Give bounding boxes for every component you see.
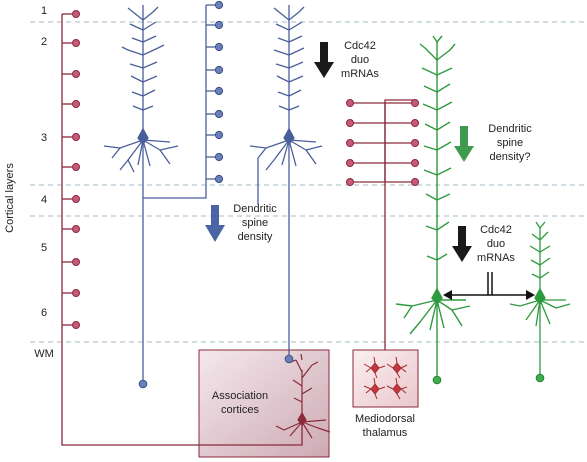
layer-6: 6 [41,307,47,319]
synapse-terminal [72,289,80,297]
synapse-terminal [72,225,80,233]
thalamus-label-1: Mediodorsal [355,413,415,425]
association-synapses [72,10,80,329]
synapse-terminal [72,70,80,78]
blue-spine-arrow [205,205,225,242]
layer-5: 5 [41,242,47,254]
layer-labels: 1 2 3 4 5 6 WM [34,5,54,360]
thalamus-box [352,349,419,408]
spine-blue-label-1: Dendritic [233,203,277,215]
association-cortices-box [198,349,330,458]
cdc42-right-label-3: mRNAs [477,252,515,264]
blue-pyramidal-neuron-right [249,5,323,358]
green-pyramidal-neuron-small [509,221,571,376]
synapse-terminal [346,178,354,186]
spine-green-label-1: Dendritic [488,123,532,135]
synapse-terminal [214,109,224,119]
synapse-terminal [72,133,80,141]
blue-fiber-terminals [214,0,224,184]
synapse-terminal [214,152,224,162]
synapse-terminal [214,130,224,140]
synapse-terminal [411,159,419,167]
synapse-terminal [72,100,80,108]
association-label-1: Association [212,390,268,402]
thalamic-synapses [346,99,419,186]
spine-green-label-2: spine [497,137,523,149]
cdc42-top-label-3: mRNAs [341,68,379,80]
thalamic-axon [350,99,415,350]
synapse-terminal [411,139,419,147]
thalamic-neuron [363,356,386,379]
blue-axon-terminal-left [138,379,148,389]
synapse-terminal [346,139,354,147]
association-pyramidal-neuron [275,353,331,439]
synapse-terminal [411,119,419,127]
green-pyramidal-neuron-large [395,35,471,378]
green-connection-arrow [448,272,530,296]
arrowhead-right [526,290,535,300]
synapse-terminal [411,178,419,186]
layer-1: 1 [41,5,47,17]
layer-wm: WM [34,348,54,360]
arrowhead-left [443,290,452,300]
thalamic-neuron [386,356,408,379]
spine-green-label-3: density? [490,151,531,163]
cdc42-top-label-1: Cdc42 [344,40,376,52]
thalamic-neuron [363,377,386,400]
green-axon-terminal-large [432,375,442,385]
synapse-terminal [346,99,354,107]
blue-axon-terminal-right [284,354,294,364]
layer-4: 4 [41,194,47,206]
synapse-terminal [214,174,224,184]
cdc42-right-arrow [452,226,472,262]
axis-label: Cortical layers [4,163,16,233]
thalamic-neurons [363,356,408,400]
layer-boundaries [30,21,587,343]
synapse-terminal [214,0,224,10]
cdc42-right-label-1: Cdc42 [480,224,512,236]
layer-2: 2 [41,36,47,48]
synapse-terminal [72,195,80,203]
green-spine-arrow [454,126,474,162]
cdc42-right-label-2: duo [487,238,505,250]
synapse-terminal [214,86,224,96]
synapse-terminal [214,65,224,75]
synapse-terminal [346,119,354,127]
blue-pyramidal-neuron-left [103,5,207,383]
synapse-terminal [72,10,80,18]
green-axon-terminal-small [535,373,545,383]
spine-blue-label-3: density [238,231,273,243]
cdc42-top-label-2: duo [351,54,369,66]
cdc42-top-arrow [314,42,334,78]
synapse-terminal [214,42,224,52]
thalamus-label-2: thalamus [363,427,408,439]
synapse-terminal [72,258,80,266]
spine-blue-label-2: spine [242,217,268,229]
layer-3: 3 [41,132,47,144]
synapse-terminal [411,99,419,107]
thalamic-neuron [386,377,408,400]
synapse-terminal [72,39,80,47]
association-label-2: cortices [221,404,259,416]
synapse-terminal [346,159,354,167]
synapse-terminal [72,321,80,329]
synapse-terminal [214,20,224,30]
synapse-terminal [72,163,80,171]
